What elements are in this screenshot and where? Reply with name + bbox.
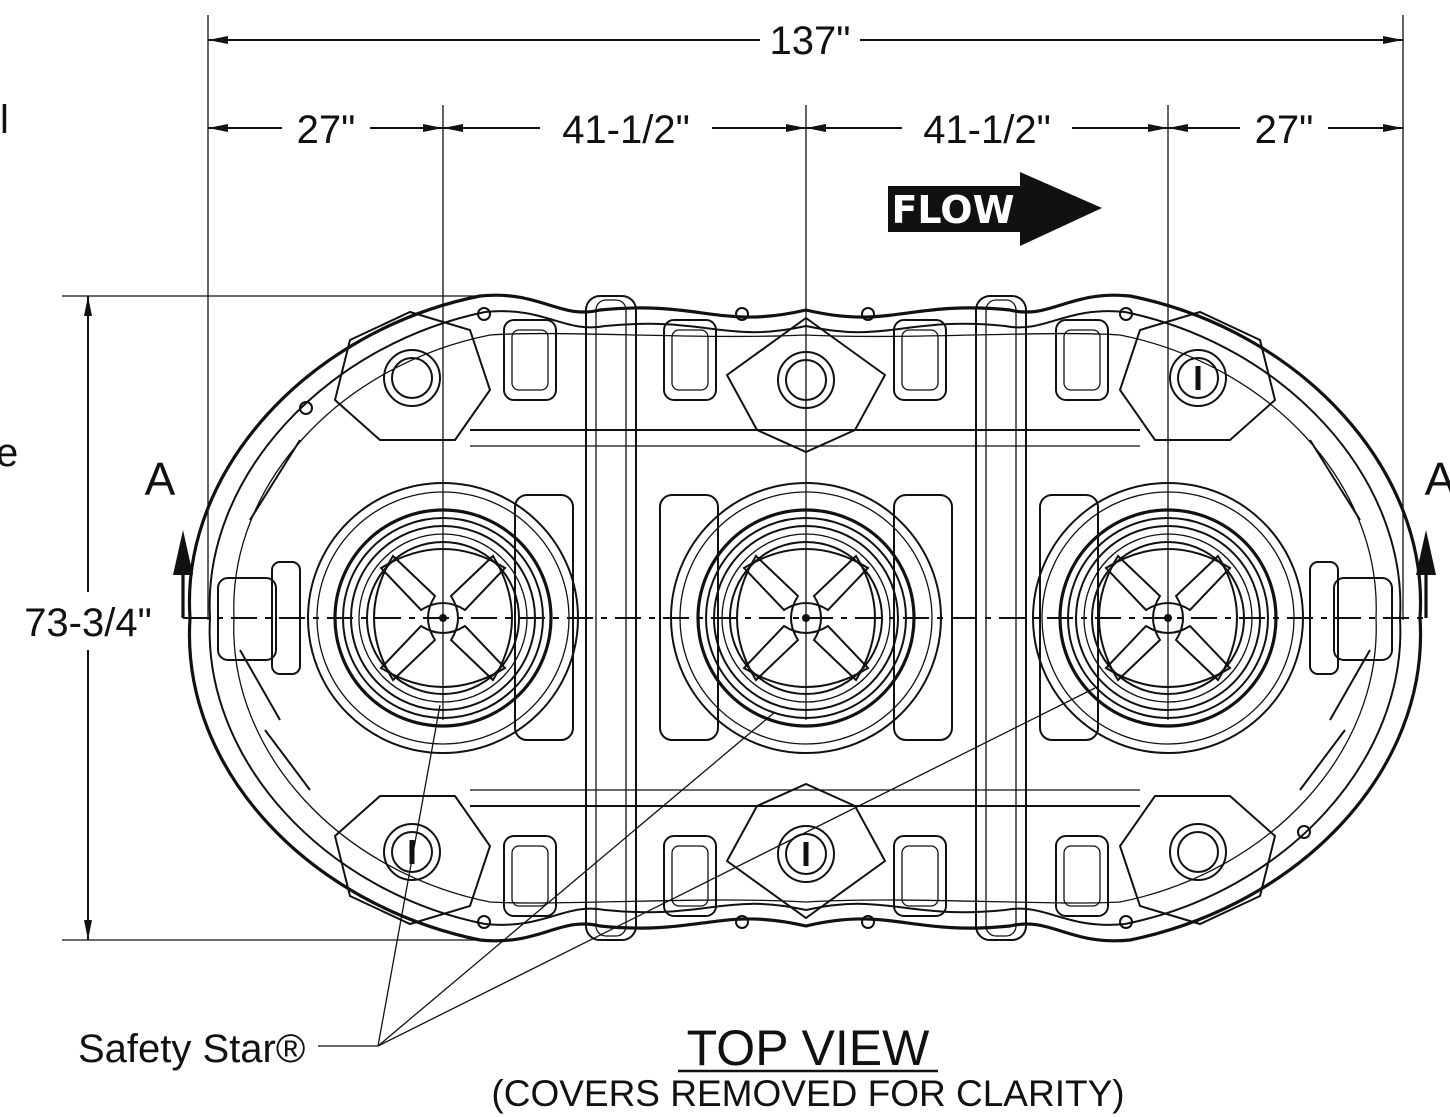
depth-dimension: 73-3/4": [14, 296, 164, 940]
dim-seg-right: 27": [1255, 108, 1314, 152]
dim-seg-mid-right: 41-1/2": [923, 108, 1051, 152]
dim-seg-left: 27": [297, 108, 356, 152]
dim-seg-mid-left: 41-1/2": [562, 108, 690, 152]
view-subtitle: (COVERS REMOVED FOR CLARITY): [491, 1073, 1124, 1114]
overall-width-dimension: 137": [208, 19, 1403, 63]
section-mark-left: A: [145, 453, 193, 618]
view-title: TOP VIEW: [687, 1020, 930, 1076]
flow-arrow: FLOW: [888, 172, 1102, 246]
safety-star-callout: Safety Star®: [78, 1027, 305, 1071]
extension-lines: [62, 15, 1404, 941]
dim-overall-depth: 73-3/4": [24, 601, 152, 645]
dim-overall-width: 137": [770, 19, 851, 63]
section-label-left: A: [145, 453, 176, 505]
safety-star-leaders: [318, 687, 1096, 1047]
edge-fragment-top: l: [0, 98, 9, 142]
flow-label: FLOW: [891, 188, 1014, 232]
section-label-right: A: [1425, 453, 1450, 505]
segment-dimensions: 27" 41-1/2" 41-1/2" 27": [208, 108, 1403, 152]
tank-body: [187, 293, 1423, 943]
section-mark-right: A: [1416, 453, 1450, 618]
edge-fragment-mid: e: [0, 431, 18, 475]
